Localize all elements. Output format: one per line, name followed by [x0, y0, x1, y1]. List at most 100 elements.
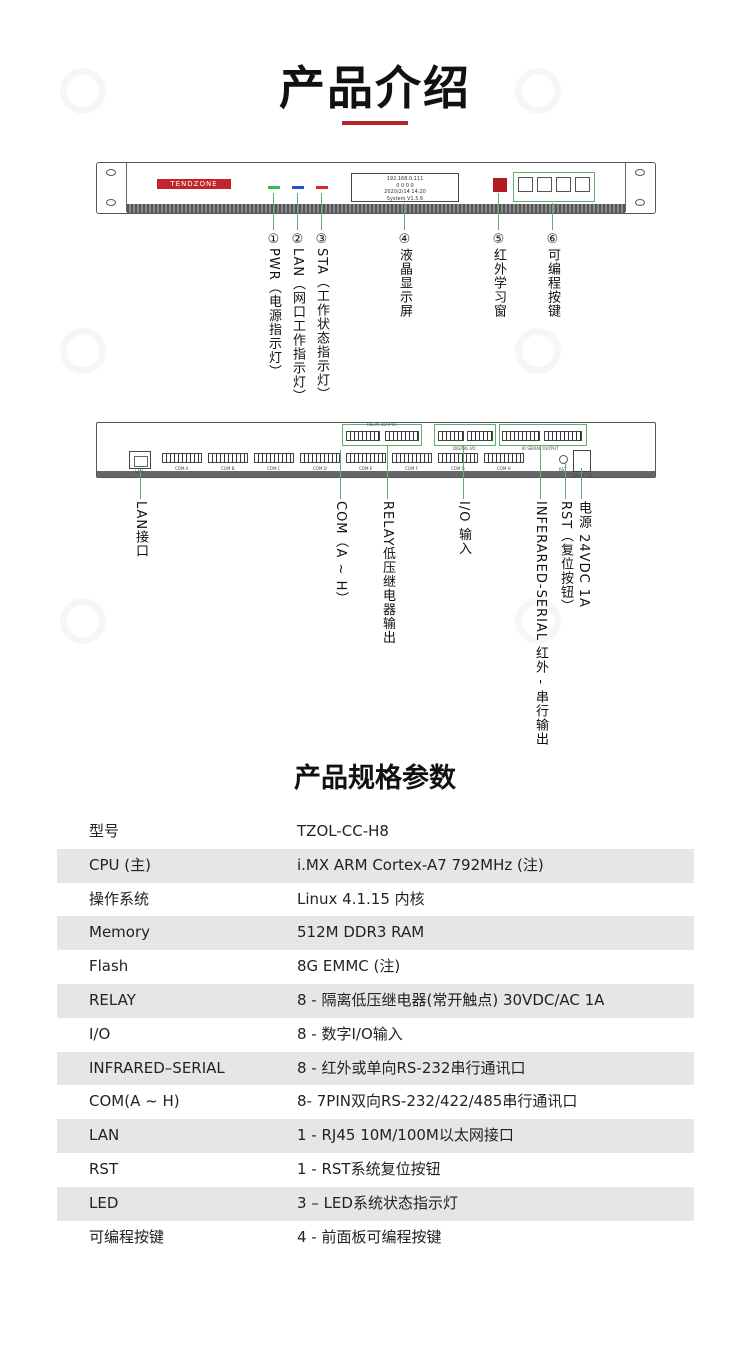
com-a-terminal [162, 453, 202, 463]
com-f-terminal [392, 453, 432, 463]
mount-hole [635, 169, 645, 176]
mount-hole [106, 199, 116, 206]
spec-value: 3 – LED系统状态指示灯 [297, 1193, 458, 1212]
com-label: COM A [175, 466, 189, 471]
callout-line [273, 193, 275, 230]
com-h-terminal [484, 453, 524, 463]
callout-ir-serial: INFERARED-SERIAL 红外 - 串行输出 [533, 501, 548, 747]
callout-line [297, 193, 299, 230]
spec-row: I/O 8 - 数字I/O输入 [57, 1018, 694, 1052]
com-label: COM H [497, 466, 511, 471]
relay-label: RELAY OUTPUT [367, 422, 398, 427]
lcd-screen: 192.168.0.111 0 0 0 0 2020/2/14 14:20 Sy… [351, 173, 459, 202]
spec-value: 8 - 红外或单向RS-232串行通讯口 [297, 1058, 526, 1077]
ir-serial-block [499, 424, 587, 446]
spec-row: 型号 TZOL-CC-H8 [57, 815, 694, 849]
spec-key: I/O [89, 1024, 111, 1043]
spec-key: RELAY [89, 990, 136, 1009]
lcd-line: System V1.5.6 [386, 195, 424, 202]
spec-key: CPU (主) [89, 855, 151, 874]
back-vent [97, 471, 655, 477]
spec-value: 8 - 数字I/O输入 [297, 1024, 403, 1043]
com-label: COM F [405, 466, 418, 471]
mount-hole [635, 199, 645, 206]
spec-key: Memory [89, 923, 151, 942]
callout-line [552, 203, 554, 230]
spec-value: i.MX ARM Cortex-A7 792MHz (注) [297, 855, 544, 874]
callout-power: 电源 24VDC 1A [576, 501, 591, 608]
com-label: COM G [451, 466, 465, 471]
callout-sta: ③STA（工作状态指示灯） [314, 232, 329, 402]
terminal [544, 431, 582, 441]
terminal [385, 431, 419, 441]
programmable-keys [513, 172, 595, 202]
spec-row: CPU (主) i.MX ARM Cortex-A7 792MHz (注) [57, 848, 694, 883]
callout-relay: RELAY低压继电器输出 [380, 501, 395, 645]
spec-key: RST [89, 1159, 119, 1178]
key-button [575, 177, 590, 192]
com-e-terminal [346, 453, 386, 463]
terminal [346, 431, 380, 441]
digital-io-block [434, 424, 496, 446]
callout-line [540, 445, 542, 499]
spec-key: LAN [89, 1126, 120, 1145]
com-g-terminal [438, 453, 478, 463]
spec-value: 8 - 隔离低压继电器(常开触点) 30VDC/AC 1A [297, 990, 605, 1009]
spec-row: INFRARED–SERIAL 8 - 红外或单向RS-232串行通讯口 [57, 1051, 694, 1086]
callout-lan-port: LAN接口 [133, 501, 148, 559]
spec-key: 可编程按键 [89, 1227, 165, 1246]
brand-logo: TENDZONE [157, 179, 231, 189]
sta-led [316, 186, 328, 189]
callout-line [340, 450, 342, 499]
spec-value: 1 - RJ45 10M/100M以太网接口 [297, 1126, 514, 1145]
spec-key: COM(A ~ H) [89, 1092, 180, 1111]
spec-key: Flash [89, 957, 129, 976]
com-label: COM C [267, 466, 281, 471]
spec-key: 型号 [89, 822, 120, 840]
callout-lan: ②LAN（网口工作指示灯） [290, 232, 305, 404]
front-vent [127, 204, 625, 213]
rst-label: RST [559, 467, 567, 472]
callout-line [140, 469, 142, 499]
callout-rst: RST（复位按钮） [558, 501, 573, 614]
callout-line [581, 468, 583, 499]
callout-com: COM（A ~ H） [333, 501, 348, 606]
callout-io: I/O 输入 [456, 501, 471, 556]
spec-value: 512M DDR3 RAM [297, 923, 425, 942]
watermark-logo [515, 320, 569, 376]
lcd-line: 192.168.0.111 [386, 176, 424, 182]
callout-ir-window: ⑤红外学习窗 [491, 232, 506, 318]
com-d-terminal [300, 453, 340, 463]
callout-pwr: ①PWR（电源指示灯） [266, 232, 281, 379]
lcd-line: 2020/2/14 14:20 [384, 189, 426, 195]
rack-ear-right [625, 163, 655, 212]
spec-value: TZOL-CC-H8 [297, 822, 389, 840]
spec-row: LAN 1 - RJ45 10M/100M以太网接口 [57, 1119, 694, 1153]
spec-value: 4 - 前面板可编程按键 [297, 1227, 442, 1246]
relay-terminal-block [342, 424, 422, 446]
watermark-logo [60, 320, 114, 376]
key-button [556, 177, 571, 192]
callout-line [387, 445, 389, 499]
title-underline [342, 121, 408, 125]
spec-key: 操作系统 [89, 889, 150, 908]
com-label: COM B [221, 466, 235, 471]
spec-key: INFRARED–SERIAL [89, 1058, 225, 1077]
rack-ear-left [97, 163, 127, 212]
terminal [467, 431, 493, 441]
lan-port [129, 451, 151, 469]
spec-value: 1 - RST系统复位按钮 [297, 1159, 441, 1178]
pwr-led [268, 186, 280, 189]
spec-row: RST 1 - RST系统复位按钮 [57, 1153, 694, 1187]
ir-learning-window [493, 178, 507, 192]
key-button [518, 177, 533, 192]
spec-value: 8- 7PIN双向RS-232/422/485串行通讯口 [297, 1092, 578, 1111]
terminal [502, 431, 540, 441]
com-label: COM E [359, 466, 373, 471]
lan-port-label: LAN [135, 469, 143, 474]
mount-hole [106, 169, 116, 176]
page-title: 产品介绍 [279, 61, 471, 115]
callout-line [463, 445, 465, 499]
